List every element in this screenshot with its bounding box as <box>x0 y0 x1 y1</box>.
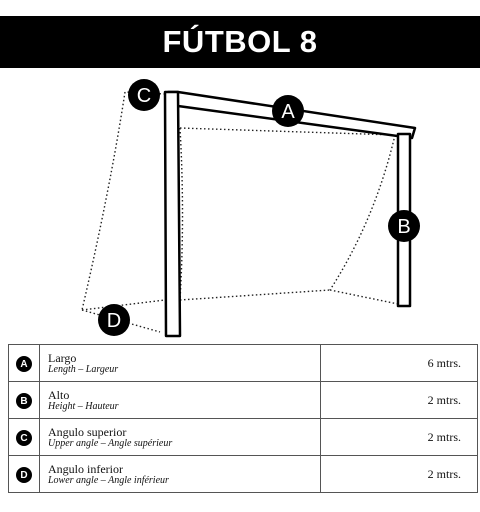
label-c-text: C <box>137 85 151 107</box>
spec-name: Alto <box>48 387 70 402</box>
spec-value: 2 mtrs. <box>320 418 478 456</box>
label-d: D <box>98 304 130 336</box>
spec-value: 2 mtrs. <box>320 455 478 493</box>
goal-diagram: C A B D <box>81 79 420 338</box>
table-row: D Angulo inferior Lower angle – Angle in… <box>8 455 478 493</box>
spec-value: 2 mtrs. <box>320 381 478 419</box>
spec-translation: Length – Largeur <box>48 363 119 375</box>
table-row: A Largo Length – Largeur 6 mtrs. <box>8 344 478 382</box>
spec-table: A Largo Length – Largeur 6 mtrs. B Alto … <box>8 344 478 493</box>
table-row: B Alto Height – Hauteur 2 mtrs. <box>8 381 478 419</box>
spec-name: Angulo inferior <box>48 461 123 476</box>
label-a: A <box>272 95 304 127</box>
spec-translation: Lower angle – Angle inférieur <box>48 474 169 486</box>
letter-badge: B <box>16 393 32 410</box>
letter-badge: C <box>16 430 32 447</box>
spec-translation: Upper angle – Angle supérieur <box>48 437 173 449</box>
table-row: C Angulo superior Upper angle – Angle su… <box>8 418 478 456</box>
page-title: FÚTBOL 8 <box>162 24 318 59</box>
spec-value: 6 mtrs. <box>320 344 478 382</box>
label-a-text: A <box>281 101 295 123</box>
spec-name: Largo <box>48 350 77 365</box>
letter-badge: A <box>16 356 32 373</box>
label-b: B <box>388 210 420 242</box>
letter-badge: D <box>16 467 32 484</box>
spec-translation: Height – Hauteur <box>48 400 119 412</box>
label-c: C <box>128 79 160 111</box>
label-b-text: B <box>397 216 410 238</box>
spec-name: Angulo superior <box>48 424 127 439</box>
label-d-text: D <box>107 310 121 332</box>
title-banner: FÚTBOL 8 <box>0 16 480 68</box>
